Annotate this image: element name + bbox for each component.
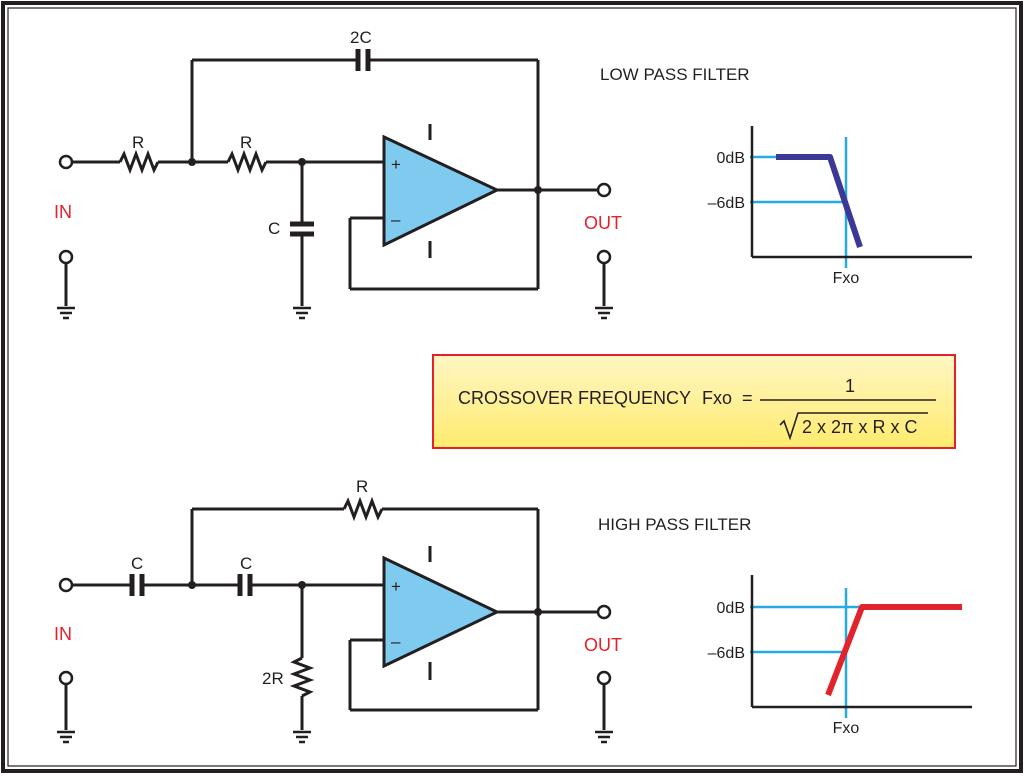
high-pass-6db-label: –6dB [708,645,745,662]
formula-name: CROSSOVER FREQUENCY [458,388,691,408]
formula-numerator: 1 [845,376,855,396]
high-pass-title: HIGH PASS FILTER [598,515,751,534]
high-pass-feedback-resistor [342,496,384,522]
low-pass-r1-label: R [132,133,144,152]
high-pass-in-label: IN [54,624,72,644]
formula-lhs: Fxo = [702,388,753,408]
low-pass-response-graph: 0dB –6dB Fxo [708,126,972,287]
high-pass-out-ground-terminal [596,670,612,686]
high-pass-2r-label: 2R [262,669,284,688]
low-pass-feedback-capacitor [355,49,371,71]
low-pass-title: LOW PASS FILTER [600,65,750,84]
low-pass-circuit: + – IN OUT R R 2C C [54,28,622,320]
low-pass-in-ground-terminal [58,249,74,265]
inner-frame [7,7,1017,767]
low-pass-c-label: C [268,219,280,238]
high-pass-c2-label: C [240,554,252,573]
high-pass-0db-label: 0dB [717,600,745,617]
low-pass-r2-label: R [240,133,252,152]
formula-denominator: 2 x 2π x R x C [802,417,917,437]
low-pass-0db-label: 0dB [717,150,745,167]
low-pass-opamp-plus: + [391,155,401,174]
low-pass-2c-label: 2C [350,28,372,47]
low-pass-out-label: OUT [584,213,622,233]
low-pass-opamp [382,134,501,248]
ground-icon [291,730,313,744]
low-pass-out-terminal [596,182,612,198]
high-pass-in-terminal [58,577,74,593]
crossover-formula-box: CROSSOVER FREQUENCY Fxo = 1 2 x 2π x R x… [432,354,956,449]
high-pass-opamp-minus: – [391,632,401,651]
high-pass-c2-capacitor [237,574,253,596]
low-pass-curve [776,154,863,248]
high-pass-circuit: + – IN OUT C C R 2R [54,477,622,744]
low-pass-r1-resistor [118,149,160,175]
high-pass-out-label: OUT [584,635,622,655]
high-pass-c1-label: C [131,554,143,573]
high-pass-opamp-plus: + [391,577,401,596]
low-pass-6db-label: –6dB [708,195,745,212]
high-pass-ground-resistor [289,656,315,698]
ground-icon [291,306,313,320]
high-pass-out-terminal [596,604,612,620]
square-root-icon [779,412,928,441]
low-pass-opamp-minus: – [391,210,401,229]
low-pass-r2-resistor [226,149,268,175]
high-pass-c1-capacitor [129,574,145,596]
high-pass-opamp [382,555,501,669]
ground-icon [593,730,615,744]
high-pass-response-graph: 0dB –6dB Fxo [708,575,972,737]
ground-icon [593,306,615,320]
low-pass-ground-capacitor [290,221,314,237]
high-pass-r-label: R [356,477,368,496]
ground-icon [55,306,77,320]
low-pass-out-ground-terminal [596,249,612,265]
high-pass-curve [825,604,962,697]
high-pass-fxo-label: Fxo [833,720,860,737]
ground-icon [55,730,77,744]
low-pass-fxo-label: Fxo [833,270,860,287]
low-pass-in-label: IN [54,202,72,222]
high-pass-in-ground-terminal [58,670,74,686]
low-pass-in-terminal [58,154,74,170]
